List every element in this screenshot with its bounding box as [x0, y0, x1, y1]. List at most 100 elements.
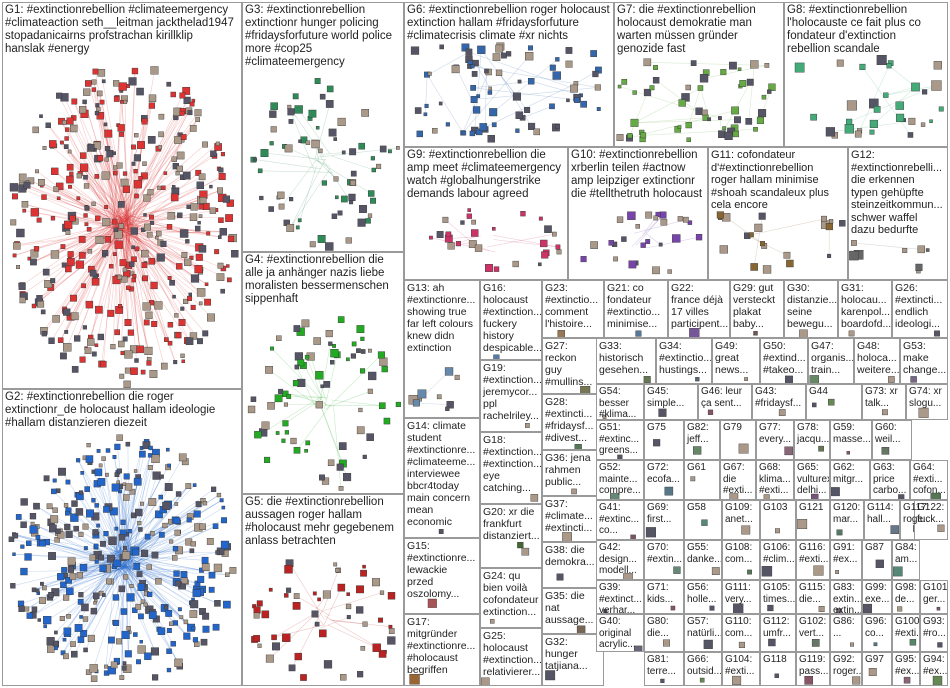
node — [758, 212, 766, 220]
node — [107, 554, 115, 563]
node — [85, 509, 94, 518]
node — [471, 71, 478, 77]
edge — [117, 230, 208, 303]
group-g15: G15: #extinctionre... lewackie przed osz… — [404, 538, 480, 614]
node — [166, 648, 172, 655]
node — [170, 641, 176, 647]
node — [357, 218, 366, 227]
node — [544, 225, 552, 233]
group-g121: G121 — [796, 500, 830, 540]
node — [218, 217, 224, 223]
edge — [108, 133, 121, 221]
edge — [16, 233, 118, 247]
node — [910, 376, 917, 383]
node — [67, 566, 75, 573]
group-g28: G28: #extincti... #fridaysf... #divest..… — [542, 394, 604, 450]
node — [460, 220, 465, 225]
node — [167, 340, 173, 346]
node — [356, 348, 361, 354]
node — [87, 634, 95, 642]
node — [825, 222, 833, 231]
node — [745, 117, 753, 125]
node — [594, 84, 601, 91]
node — [96, 106, 101, 112]
node — [305, 140, 311, 145]
edge — [74, 101, 132, 233]
node — [32, 126, 39, 134]
node — [720, 69, 727, 76]
node — [200, 638, 208, 646]
group-g28-nodes — [574, 444, 582, 449]
node — [282, 420, 289, 427]
node — [410, 46, 420, 55]
node — [367, 388, 373, 394]
node — [190, 541, 196, 547]
node — [447, 242, 455, 250]
group-g13: G13: ah #extinctionre... showing true fa… — [404, 280, 480, 418]
node — [162, 501, 171, 510]
node — [96, 449, 101, 453]
group-g103: G103 — [760, 500, 796, 540]
node — [192, 637, 199, 643]
node — [115, 638, 122, 645]
node — [130, 227, 139, 235]
node — [327, 459, 335, 467]
node — [143, 194, 151, 202]
node — [105, 448, 111, 453]
edge — [269, 613, 316, 659]
node — [13, 242, 21, 250]
edge — [285, 398, 322, 424]
node — [524, 106, 531, 113]
group-g110: G110: com... — [722, 614, 760, 652]
node — [333, 562, 338, 567]
node — [137, 141, 145, 149]
node — [446, 401, 454, 409]
node — [774, 528, 780, 534]
edge — [84, 101, 121, 221]
group-g27-nodes — [580, 386, 591, 393]
node — [85, 455, 94, 463]
node — [35, 169, 39, 174]
edge — [323, 587, 342, 627]
node — [201, 556, 209, 564]
edge — [118, 565, 183, 586]
edge — [123, 216, 196, 279]
node — [827, 253, 832, 258]
node — [491, 122, 497, 128]
node — [378, 402, 386, 410]
edge — [86, 206, 127, 216]
node — [186, 204, 191, 209]
node — [387, 636, 396, 645]
group-g39-nodes — [603, 609, 608, 613]
edge — [113, 218, 188, 263]
edge — [121, 552, 133, 589]
group-g55-nodes — [711, 567, 720, 575]
node — [191, 626, 196, 631]
edge — [97, 158, 123, 219]
node — [26, 540, 32, 546]
edge — [98, 472, 121, 565]
group-g4: G4: #extinctionrebellion die alle ja anh… — [242, 252, 404, 494]
group-g70-nodes — [673, 566, 681, 574]
node — [330, 348, 339, 358]
edge — [645, 233, 661, 245]
node — [489, 619, 495, 624]
node — [69, 215, 76, 222]
node — [111, 218, 118, 225]
edge — [123, 231, 159, 306]
node — [929, 119, 933, 123]
node — [574, 444, 582, 449]
edge — [123, 144, 206, 216]
edge — [128, 214, 185, 234]
node — [461, 130, 467, 136]
node — [652, 76, 660, 84]
edge — [634, 117, 706, 124]
node — [616, 134, 624, 142]
edge — [33, 552, 118, 616]
node — [616, 216, 624, 223]
edge — [125, 520, 225, 555]
node — [825, 127, 836, 137]
node — [937, 642, 943, 648]
node — [52, 478, 57, 483]
node — [29, 525, 38, 534]
